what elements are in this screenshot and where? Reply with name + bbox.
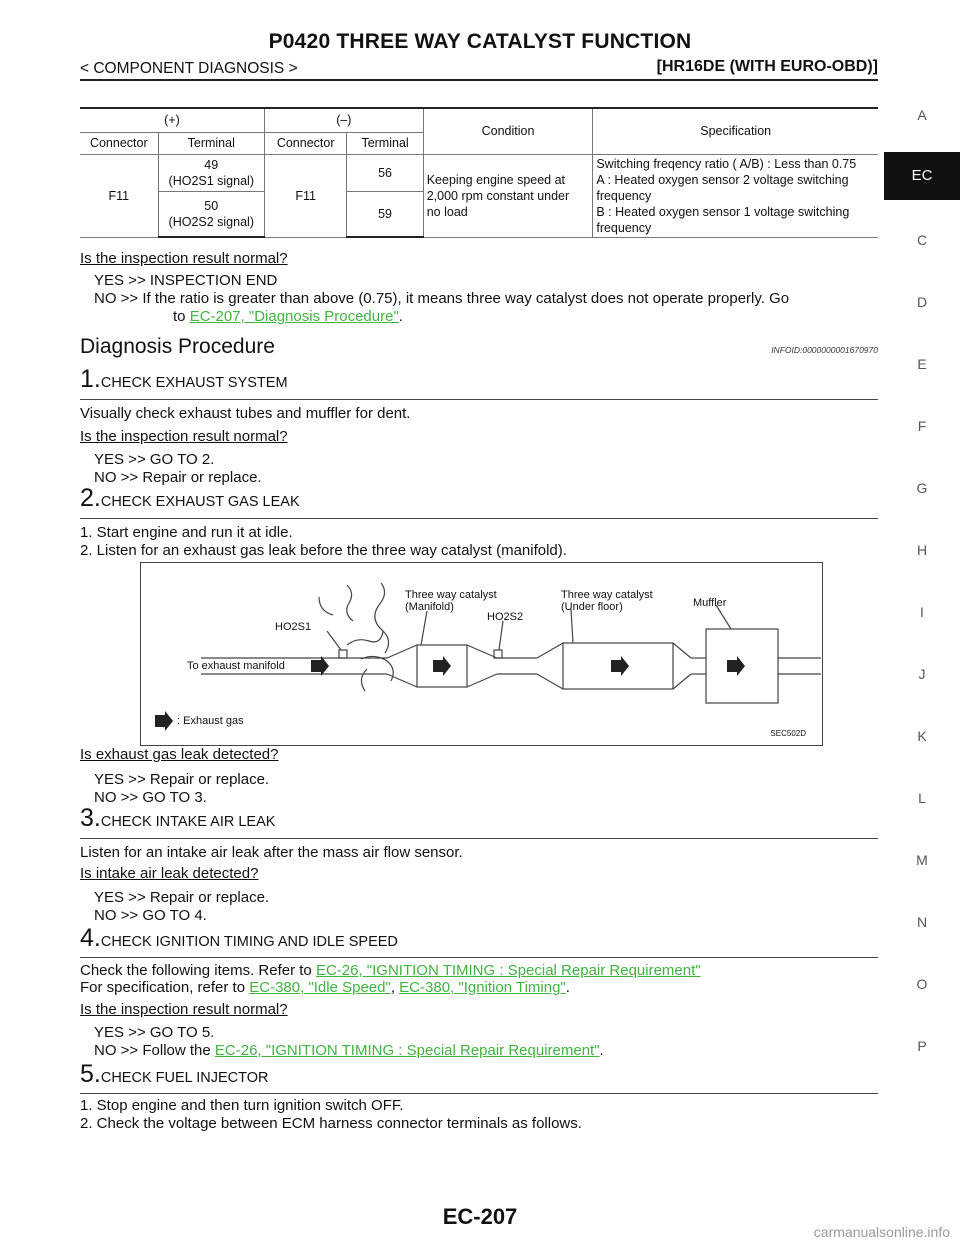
- side-index-n[interactable]: N: [916, 914, 928, 930]
- step-2-heading: 2.CHECK EXHAUST GAS LEAK: [80, 484, 300, 512]
- terminal-56-cell: 56: [346, 153, 424, 193]
- step-2-question: Is exhaust gas leak detected?: [80, 746, 279, 763]
- step-4-body-1: Check the following items. Refer to EC-2…: [80, 962, 701, 979]
- step-2-line-2: 2. Listen for an exhaust gas leak before…: [80, 542, 567, 559]
- step-5-heading: 5.CHECK FUEL INJECTOR: [80, 1060, 269, 1088]
- connector-header: Connector: [80, 131, 159, 155]
- condition-header: Condition: [422, 107, 594, 155]
- step-3-yes: YES >> Repair or replace.: [94, 889, 270, 906]
- step-rule: [80, 838, 878, 839]
- step-3-question: Is intake air leak detected?: [80, 865, 259, 882]
- answer-no: NO >> If the ratio is greater than above…: [94, 290, 790, 307]
- terminal-50-cell: 50(HO2S2 signal): [158, 191, 265, 239]
- side-index-c[interactable]: C: [916, 232, 928, 248]
- label-three-way-manifold: Three way catalyst(Manifold): [405, 589, 497, 613]
- step-rule: [80, 399, 878, 400]
- step-rule: [80, 1093, 878, 1094]
- step-3-heading: 3.CHECK INTAKE AIR LEAK: [80, 804, 276, 832]
- side-index-i[interactable]: I: [920, 604, 924, 620]
- terminal-header: Terminal: [346, 131, 424, 155]
- label-three-way-under-floor: Three way catalyst(Under floor): [561, 589, 653, 613]
- side-index-h[interactable]: H: [916, 542, 928, 558]
- step-4-heading: 4.CHECK IGNITION TIMING AND IDLE SPEED: [80, 924, 398, 952]
- connector-header: Connector: [263, 131, 348, 155]
- side-index-d[interactable]: D: [916, 294, 928, 310]
- step-3-no: NO >> GO TO 4.: [94, 907, 207, 924]
- label-ho2s1: HO2S1: [275, 621, 312, 633]
- terminal-header: Terminal: [157, 131, 265, 155]
- step-1-heading: 1.CHECK EXHAUST SYSTEM: [80, 365, 288, 393]
- terminal-59-cell: 59: [346, 191, 424, 239]
- terminal-49-cell: 49(HO2S1 signal): [157, 153, 265, 193]
- model-label: [HR16DE (WITH EURO-OBD)]: [656, 58, 878, 75]
- specification-header: Specification: [592, 107, 878, 155]
- diagnosis-procedure-link[interactable]: EC-207, "Diagnosis Procedure": [189, 308, 399, 325]
- label-exhaust-gas-legend: : Exhaust gas: [177, 715, 244, 727]
- side-index-m[interactable]: M: [916, 852, 928, 868]
- answer-yes: YES >> INSPECTION END: [94, 272, 278, 289]
- ignition-timing-spec-link[interactable]: EC-380, "Ignition Timing": [399, 979, 566, 996]
- step-5-line-1: 1. Stop engine and then turn ignition sw…: [80, 1097, 404, 1114]
- side-index-f[interactable]: F: [917, 418, 927, 434]
- label-ho2s2: HO2S2: [487, 611, 524, 623]
- step-2-no: NO >> GO TO 3.: [94, 789, 207, 806]
- page-title: P0420 THREE WAY CATALYST FUNCTION: [268, 30, 692, 53]
- step-3-body: Listen for an intake air leak after the …: [80, 844, 463, 861]
- side-index-j[interactable]: J: [918, 666, 926, 682]
- ignition-timing-repair-link[interactable]: EC-26, "IGNITION TIMING : Special Repair…: [214, 1042, 600, 1059]
- info-id: INFOID:0000000001670970: [771, 345, 878, 355]
- step-2-line-1: 1. Start engine and run it at idle.: [80, 524, 293, 541]
- idle-speed-link[interactable]: EC-380, "Idle Speed": [249, 979, 391, 996]
- side-index-l[interactable]: L: [918, 790, 926, 806]
- side-index-ec[interactable]: EC: [884, 152, 960, 200]
- step-2-yes: YES >> Repair or replace.: [94, 771, 270, 788]
- ignition-timing-link[interactable]: EC-26, "IGNITION TIMING : Special Repair…: [315, 962, 701, 979]
- section-label: < COMPONENT DIAGNOSIS >: [80, 60, 298, 77]
- side-index-e[interactable]: E: [917, 356, 927, 372]
- inspection-question: Is the inspection result normal?: [80, 250, 288, 267]
- side-index-p[interactable]: P: [917, 1038, 927, 1054]
- header-rule: [80, 79, 878, 81]
- step-4-body-2: For specification, refer to EC-380, "Idl…: [80, 979, 570, 996]
- step-5-line-2: 2. Check the voltage between ECM harness…: [80, 1115, 582, 1132]
- spec-table: (+) (–) Condition Specification Connecto…: [80, 107, 878, 239]
- side-index-g[interactable]: G: [916, 480, 928, 496]
- label-to-exhaust-manifold: To exhaust manifold: [187, 660, 285, 672]
- step-1-no: NO >> Repair or replace.: [94, 469, 262, 486]
- connector-plus-cell: F11: [80, 153, 159, 238]
- side-index-k[interactable]: K: [917, 728, 927, 744]
- step-4-question: Is the inspection result normal?: [80, 1001, 288, 1018]
- label-muffler: Muffler: [693, 597, 727, 609]
- step-rule: [80, 957, 878, 958]
- step-1-body: Visually check exhaust tubes and muffler…: [80, 405, 411, 422]
- side-index-o[interactable]: O: [916, 976, 928, 992]
- step-1-question: Is the inspection result normal?: [80, 428, 288, 445]
- step-1-yes: YES >> GO TO 2.: [94, 451, 215, 468]
- answer-no-cont: to EC-207, "Diagnosis Procedure".: [173, 308, 403, 325]
- specification-cell: Switching freqency ratio ( A/B) : Less t…: [592, 153, 878, 238]
- minus-header: (–): [263, 107, 424, 133]
- side-index-a[interactable]: A: [917, 107, 927, 123]
- connector-minus-cell: F11: [263, 153, 348, 238]
- step-4-no: NO >> Follow the EC-26, "IGNITION TIMING…: [94, 1042, 604, 1059]
- step-rule: [80, 518, 878, 519]
- exhaust-diagram: Three way catalyst(Manifold) Three way c…: [140, 562, 823, 746]
- figure-code: SEC502D: [770, 729, 806, 738]
- diagnosis-heading: Diagnosis Procedure: [80, 335, 275, 358]
- exhaust-diagram-svg: [155, 582, 821, 731]
- plus-header: (+): [80, 107, 265, 133]
- page-number: EC-207: [442, 1204, 518, 1229]
- watermark: carmanualsonline.info: [813, 1224, 950, 1240]
- step-4-yes: YES >> GO TO 5.: [94, 1024, 215, 1041]
